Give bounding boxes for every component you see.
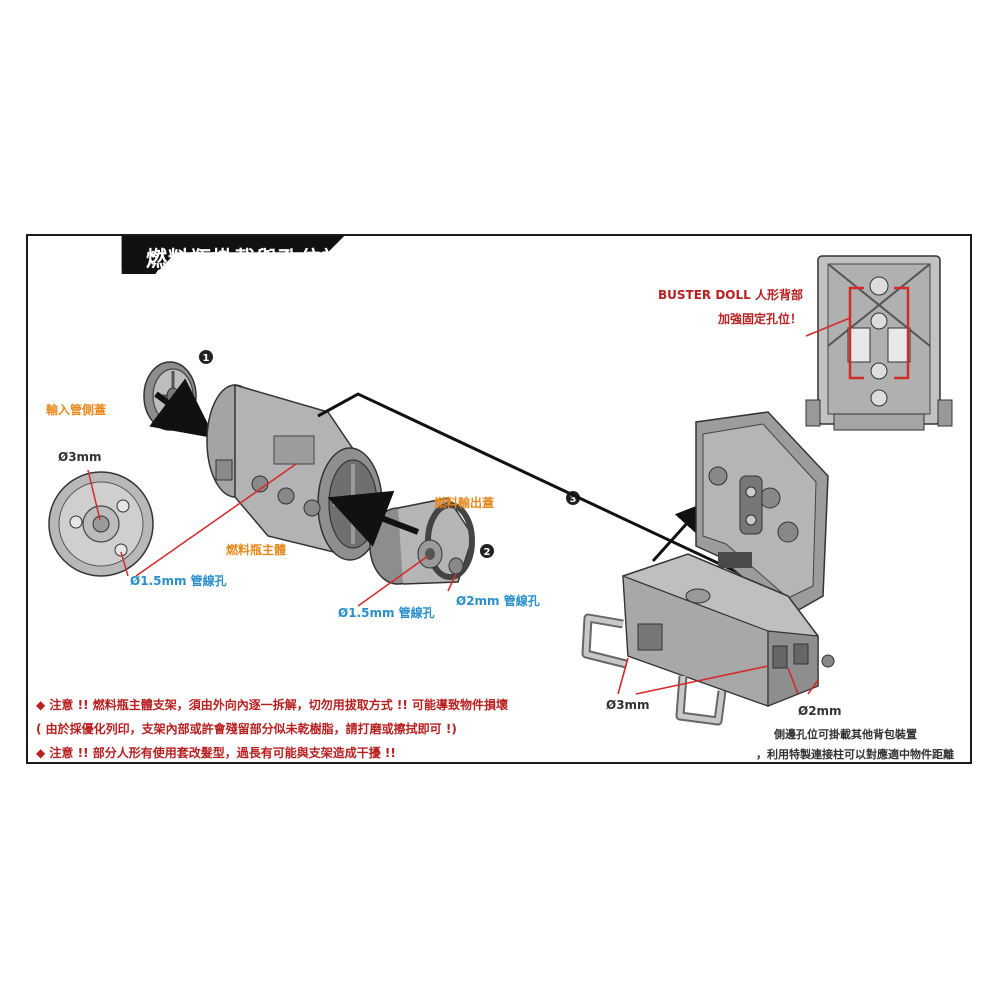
note-text-3: 注意 !! 部分人形有使用套改髮型，過長有可能與支架造成干擾 !! [49, 746, 396, 760]
fuel-tank-body [206, 384, 383, 561]
label-side-note-1: 側邊孔位可掛載其他背包裝置 [774, 728, 917, 741]
note-text-1: 注意 !! 燃料瓶主體支架，須由外向內逐一拆解，切勿用拔取方式 !! 可能導致物… [49, 698, 509, 712]
callout-lines-left [87, 463, 457, 607]
label-buster-doll: BUSTER DOLL 人形背部 [658, 288, 803, 302]
label-hole-1-5mm-left: Ø1.5mm 管線孔 [130, 574, 227, 588]
input-cap-detail [48, 471, 154, 577]
insert-arrow-2 [327, 490, 420, 547]
label-tank-body: 燃料瓶主體 [226, 543, 287, 557]
step-marker-3: 3 [570, 494, 577, 505]
header-bar [121, 236, 345, 274]
label-side-note-2: ，利用特製連接柱可以對應適中物件距離 [756, 748, 954, 761]
step-marker-2: 2 [484, 547, 491, 558]
label-hole-2mm-mid: Ø2mm 管線孔 [456, 594, 540, 608]
step-number: 2 [46, 240, 77, 291]
label-reinforce-holes: 加強固定孔位！ [718, 312, 803, 326]
assembly-illustration: 1 2 3 [48, 255, 953, 726]
label-hole-2mm-right: Ø2mm [798, 704, 842, 718]
label-hole-1-5mm-mid: Ø1.5mm 管線孔 [338, 606, 435, 620]
label-input-cap: 輸入管側蓋 [46, 403, 107, 417]
label-output-cap: 燃料輸出蓋 [434, 496, 495, 510]
insert-arrow-1 [149, 378, 216, 439]
bullet-icon: ◆ [36, 698, 46, 712]
label-hole-3mm-right: Ø3mm [606, 698, 650, 712]
label-hole-3mm-left: Ø3mm [58, 450, 102, 464]
note-line-2: ( 由於採優化列印，支架內部或許會殘留部分似未乾樹脂，請打磨或擦拭即可 !) [36, 722, 457, 736]
mount-stand [581, 411, 835, 726]
note-line-1: ◆ 注意 !! 燃料瓶主體支架，須由外向內逐一拆解，切勿用拔取方式 !! 可能導… [36, 696, 508, 713]
callout-lines-right [617, 657, 819, 695]
instruction-panel: 2 燃料瓶掛載與孔位說明 [26, 234, 972, 764]
step-marker-1: 1 [203, 353, 210, 364]
note-line-3: ◆ 注意 !! 部分人形有使用套改髮型，過長有可能與支架造成干擾 !! [36, 744, 396, 761]
bullet-icon: ◆ [36, 746, 46, 760]
page-title: 燃料瓶掛載與孔位說明 [146, 247, 366, 271]
back-plate-detail [805, 255, 953, 431]
